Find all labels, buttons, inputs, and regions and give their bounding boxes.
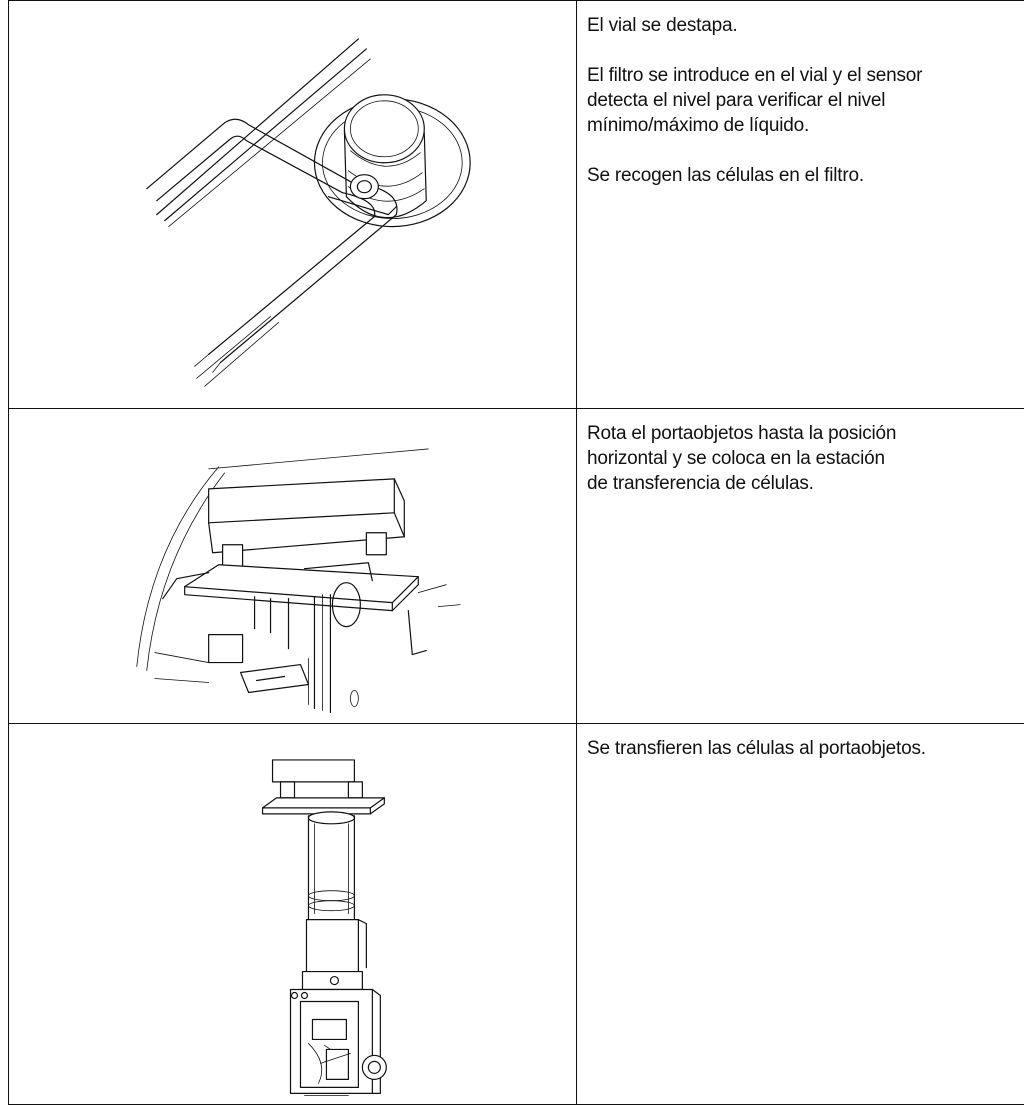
slide-rotation-mechanism-icon xyxy=(9,409,576,722)
step-illustration-cell xyxy=(9,1,577,409)
step-paragraph: Se transfieren las células al portaobjet… xyxy=(587,736,1014,761)
filter-into-vial-icon xyxy=(9,1,576,408)
step-paragraph: El vial se destapa. xyxy=(587,13,1014,38)
step-description-cell: Se transfieren las células al portaobjet… xyxy=(577,723,1024,1104)
step-description-cell: Rota el portaobjetos hasta la posición h… xyxy=(577,409,1024,723)
procedure-step-row: Rota el portaobjetos hasta la posición h… xyxy=(9,409,1024,723)
step-illustration-cell xyxy=(9,409,577,723)
step-paragraph: Rota el portaobjetos hasta la posición h… xyxy=(587,421,1014,496)
cell-transfer-assembly-icon xyxy=(9,724,576,1104)
step-paragraph: El filtro se introduce en el vial y el s… xyxy=(587,63,1014,138)
procedure-step-row: El vial se destapa. El filtro se introdu… xyxy=(9,1,1024,409)
step-paragraph: Se recogen las células en el filtro. xyxy=(587,163,1014,188)
procedure-step-row: Se transfieren las células al portaobjet… xyxy=(9,723,1024,1104)
procedure-table: El vial se destapa. El filtro se introdu… xyxy=(8,0,1024,1105)
step-illustration-cell xyxy=(9,723,577,1104)
step-description-cell: El vial se destapa. El filtro se introdu… xyxy=(577,1,1024,409)
